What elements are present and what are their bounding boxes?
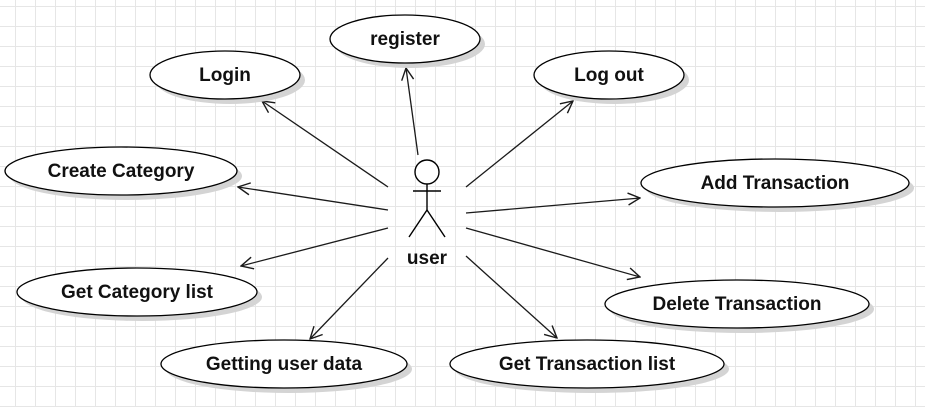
use-case-get-category-list[interactable]: Get Category list xyxy=(16,267,262,321)
association-create-category xyxy=(238,187,389,211)
use-case-label: Login xyxy=(199,65,251,86)
association-login xyxy=(262,101,389,188)
association-register xyxy=(406,68,419,156)
use-case-create-category[interactable]: Create Category xyxy=(4,146,242,200)
use-case-getting-user-data[interactable]: Getting user data xyxy=(160,339,412,393)
use-case-label: Add Transaction xyxy=(701,173,850,194)
use-case-label: register xyxy=(370,29,440,50)
use-case-label: Log out xyxy=(574,65,644,86)
associations xyxy=(238,68,640,339)
use-case-label: Get Transaction list xyxy=(499,354,676,375)
use-case-delete-transaction[interactable]: Delete Transaction xyxy=(604,279,874,333)
use-case-ellipse xyxy=(149,50,301,100)
association-logout xyxy=(465,101,573,188)
actor-head xyxy=(414,159,440,185)
association-delete-transaction xyxy=(465,227,640,277)
association-get-category-list xyxy=(241,227,389,266)
use-case-label: Create Category xyxy=(48,161,195,182)
use-case-add-transaction[interactable]: Add Transaction xyxy=(640,158,914,212)
use-case-ellipse xyxy=(4,146,238,196)
use-case-register[interactable]: register xyxy=(329,14,485,68)
use-case-ellipse xyxy=(640,158,910,208)
actor-user[interactable]: user xyxy=(407,159,448,269)
use-case-ellipse xyxy=(449,339,725,389)
association-add-transaction xyxy=(465,198,640,214)
use-case-ellipse xyxy=(16,267,258,317)
actor-left-leg xyxy=(408,209,428,238)
actor-label: user xyxy=(407,248,448,269)
use-case-ellipse xyxy=(604,279,870,329)
use-case-ellipse xyxy=(533,50,685,100)
use-case-log-out[interactable]: Log out xyxy=(533,50,689,104)
association-getting-user-data xyxy=(310,257,389,339)
association-get-transaction-list xyxy=(465,255,557,338)
use-case-ellipse xyxy=(160,339,408,389)
use-case-label: Get Category list xyxy=(61,282,214,303)
use-case-ellipse xyxy=(329,14,481,64)
use-case-get-transaction-list[interactable]: Get Transaction list xyxy=(449,339,729,393)
use-case-login[interactable]: Login xyxy=(149,50,305,104)
actor-right-leg xyxy=(426,209,446,238)
use-case-label: Delete Transaction xyxy=(653,294,822,315)
use-case-label: Getting user data xyxy=(206,354,363,375)
